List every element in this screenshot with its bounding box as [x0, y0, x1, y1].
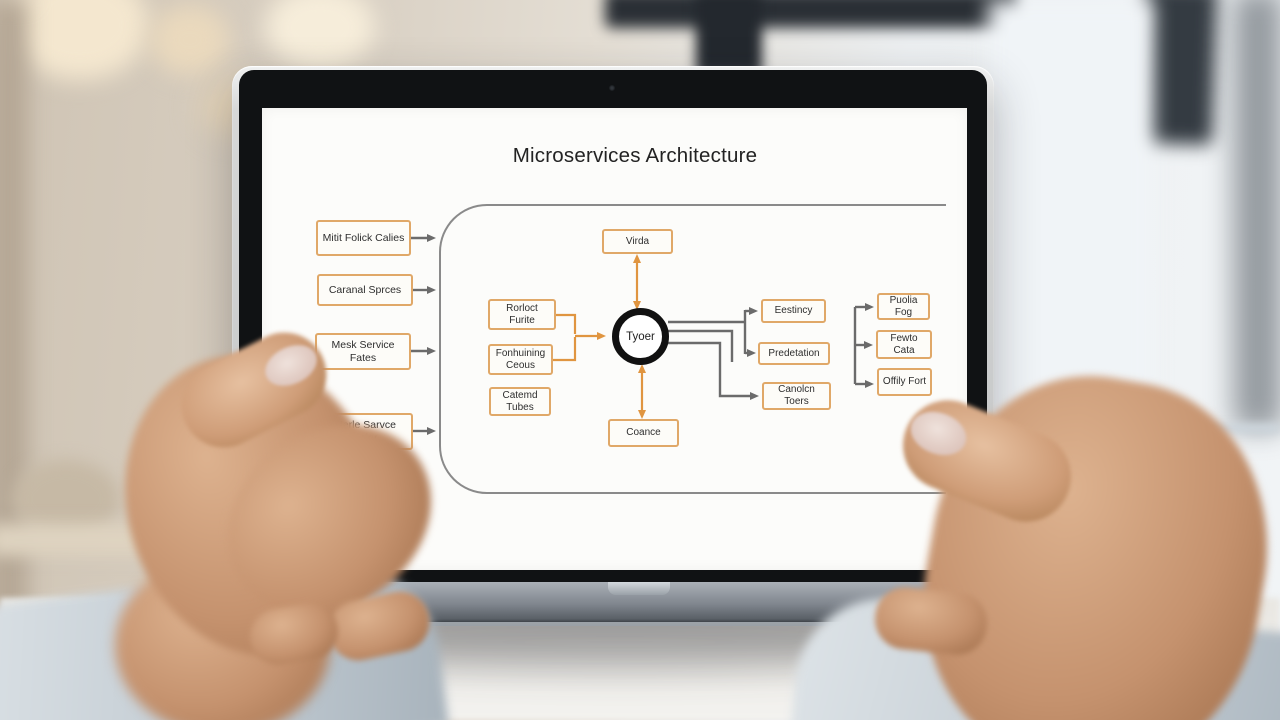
node-hub-bottom: Coance [608, 419, 679, 447]
window-frame-beam [605, 0, 1017, 28]
node-right-3: Canolcn Toers [762, 382, 831, 410]
node-right-1: Eestincy [761, 299, 826, 323]
bokeh-light [10, 0, 150, 80]
node-inner-3: Catemd Tubes [489, 387, 551, 416]
webcam-dot-icon [609, 85, 615, 91]
node-far-right-2: Fewto Cata [876, 330, 932, 359]
diagram-title: Microservices Architecture [512, 144, 758, 167]
node-left-2: Caranal Sprces [317, 274, 413, 306]
node-hub-top: Virda [602, 229, 673, 254]
node-far-right-3: Offily Fort [877, 368, 932, 396]
diagram-boundary-frame [439, 204, 946, 494]
node-inner-1: Rorloct Furite [488, 299, 556, 330]
hub-circle-node: Tyoer [612, 308, 669, 365]
node-inner-2: Fonhuining Ceous [488, 344, 553, 375]
node-far-right-1: Puolia Fog [877, 293, 930, 320]
node-right-2: Predetation [758, 342, 830, 365]
bokeh-light [150, 5, 230, 75]
hinge-notch [608, 582, 670, 595]
bokeh-light [265, 0, 375, 70]
node-left-1: Mitit Folick Calies [316, 220, 411, 256]
window-frame-beam [696, 0, 762, 76]
window-light [988, 0, 1153, 440]
window-frame-edge [1233, 0, 1280, 430]
node-left-3: Mesk Service Fates [315, 333, 411, 370]
diagram-connectors [411, 234, 874, 435]
